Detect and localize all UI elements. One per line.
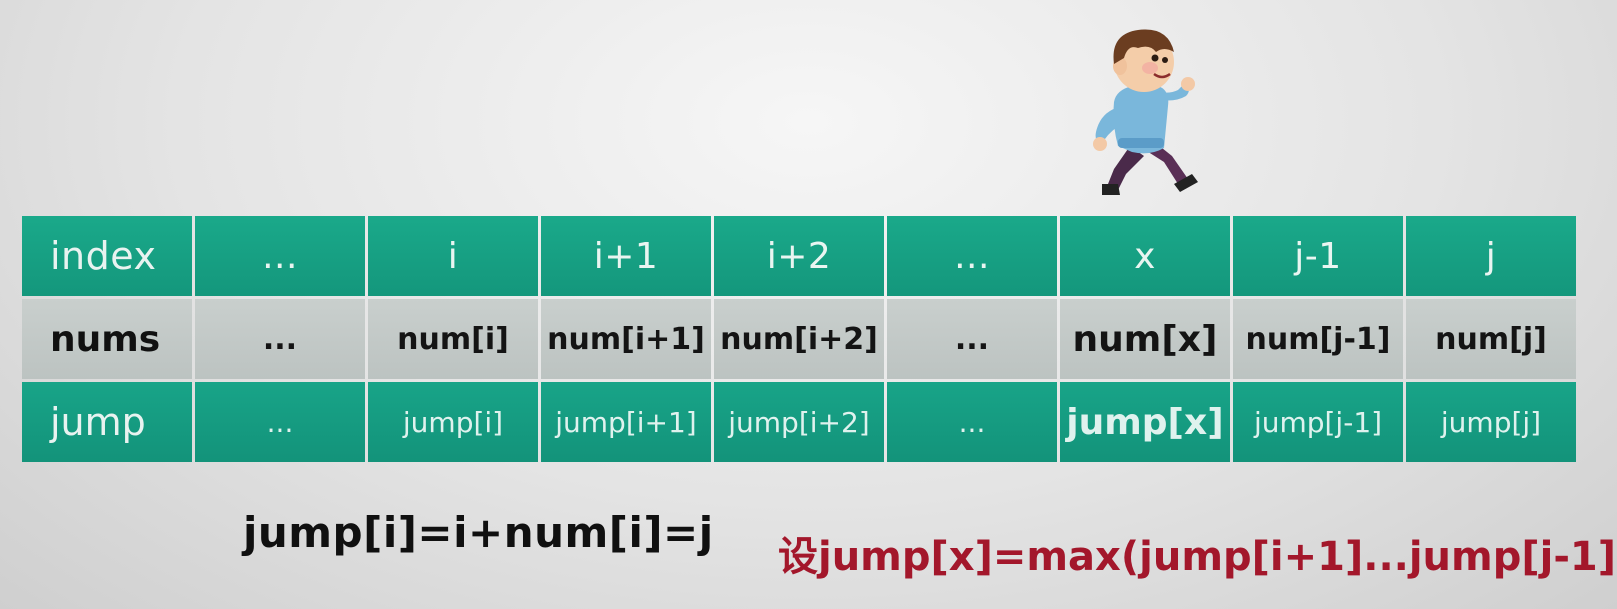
jump-cell-j-minus-1: jump[j-1]	[1233, 382, 1403, 462]
jump-cell-ellipsis: ...	[887, 382, 1057, 462]
index-cell-i: i	[368, 216, 538, 296]
nums-cell-j: num[j]	[1406, 299, 1576, 379]
array-table: index ... i i+1 i+2 ... x j-1 j nums ...…	[22, 216, 1587, 462]
index-cell-i-plus-2: i+2	[714, 216, 884, 296]
nums-cell-j-minus-1: num[j-1]	[1233, 299, 1403, 379]
nums-cell-x: num[x]	[1060, 299, 1230, 379]
index-cell-i-plus-1: i+1	[541, 216, 711, 296]
index-label: index	[22, 216, 192, 296]
index-cell-1: ...	[195, 216, 365, 296]
jump-cell-i-plus-1: jump[i+1]	[541, 382, 711, 462]
jump-cell-i: jump[i]	[368, 382, 538, 462]
nums-cell-i-plus-2: num[i+2]	[714, 299, 884, 379]
index-cell-ellipsis: ...	[887, 216, 1057, 296]
index-cell-x: x	[1060, 216, 1230, 296]
nums-cell-i: num[i]	[368, 299, 538, 379]
nums-label: nums	[22, 299, 192, 379]
jump-label: jump	[22, 382, 192, 462]
index-cell-j-minus-1: j-1	[1233, 216, 1403, 296]
jump-formula: jump[i]=i+num[i]=j	[243, 508, 714, 557]
jump-cell-1: ...	[195, 382, 365, 462]
index-cell-j: j	[1406, 216, 1576, 296]
jump-cell-x: jump[x]	[1060, 382, 1230, 462]
nums-cell-1: ...	[195, 299, 365, 379]
nums-cell-ellipsis: ...	[887, 299, 1057, 379]
jump-cell-j: jump[j]	[1406, 382, 1576, 462]
running-boy-icon	[1093, 29, 1198, 195]
nums-cell-i-plus-1: num[i+1]	[541, 299, 711, 379]
max-jump-formula: 设jump[x]=max(jump[i+1]...jump[j-1])	[778, 534, 1617, 580]
jump-cell-i-plus-2: jump[i+2]	[714, 382, 884, 462]
